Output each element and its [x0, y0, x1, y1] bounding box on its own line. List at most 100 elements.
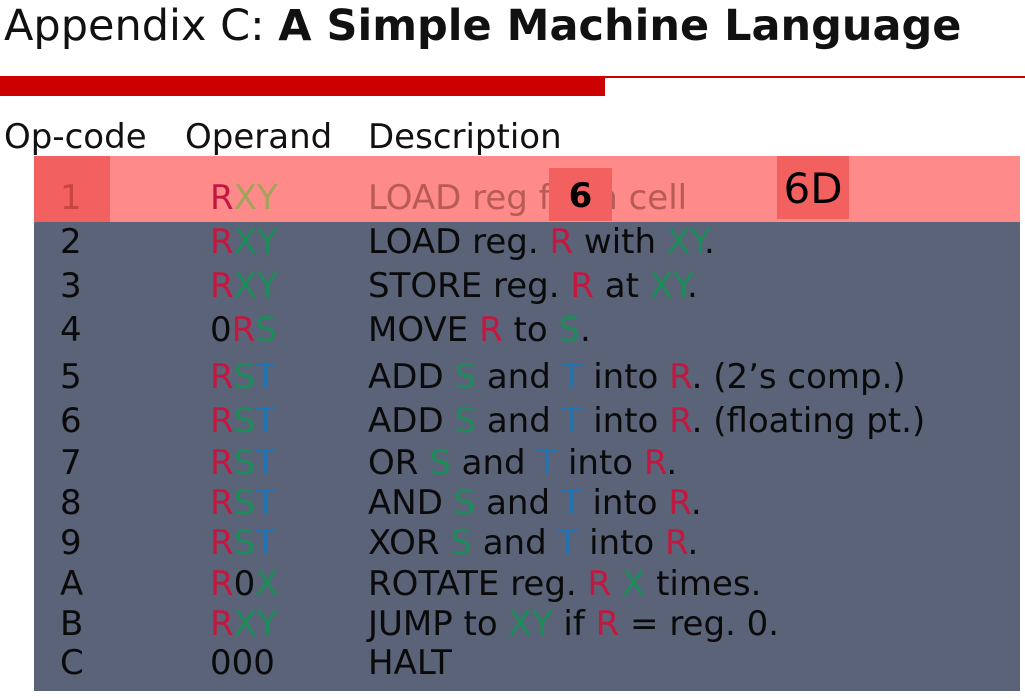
operand-t: T	[255, 523, 276, 563]
desc-symbol: XY	[666, 222, 705, 262]
desc-symbol: R	[595, 604, 620, 644]
desc-symbol: R	[669, 357, 692, 397]
row-description: LOAD reg. R with XY.	[368, 222, 715, 262]
desc-text: into	[557, 443, 644, 483]
cell-value-box: 6D	[777, 156, 849, 219]
row-description: LOAD reg from cell	[368, 178, 688, 218]
operand-x: X	[233, 222, 257, 262]
row-operand: RXY	[210, 604, 278, 644]
desc-text: and	[476, 401, 562, 441]
row-opcode: 5	[60, 357, 82, 397]
row-operand: 0RS	[210, 310, 277, 350]
row-operand: RST	[210, 483, 276, 523]
operand-x: X	[233, 266, 257, 306]
table-row: 8 RST AND S and T into R.	[34, 483, 1020, 523]
desc-text: ADD	[368, 401, 455, 441]
operand-literal: 0	[253, 643, 275, 683]
row-description: STORE reg. R at XY.	[368, 266, 698, 306]
page-title: Appendix C: A Simple Machine Language	[4, 0, 961, 52]
row-description: AND S and T into R.	[368, 483, 702, 523]
row-description: ADD S and T into R. (2’s comp.)	[368, 357, 906, 397]
row-description: ADD S and T into R. (floating pt.)	[368, 401, 925, 441]
operand-s: S	[255, 310, 277, 350]
desc-text: STORE reg.	[368, 266, 571, 306]
row-operand: R0X	[210, 564, 279, 604]
row-operand: RST	[210, 523, 276, 563]
desc-text: if	[552, 604, 596, 644]
desc-text: .	[666, 443, 678, 483]
operand-s: S	[233, 357, 256, 397]
operand-r: R	[210, 443, 234, 483]
title-accent-bar	[0, 78, 605, 96]
desc-text: at	[594, 266, 650, 306]
instruction-table	[34, 156, 1020, 691]
desc-text: .	[580, 310, 591, 350]
row-description: MOVE R to S.	[368, 310, 591, 350]
operand-literal: 0	[233, 564, 256, 604]
desc-symbol: R	[643, 443, 667, 483]
desc-text: into	[582, 357, 670, 397]
row-operand: RST	[210, 443, 276, 483]
desc-text: times.	[645, 564, 762, 604]
desc-symbol: S	[450, 523, 472, 563]
desc-symbol: XY	[508, 604, 553, 644]
row-opcode: 9	[60, 523, 82, 563]
operand-y: Y	[256, 604, 278, 644]
desc-text: ROTATE reg.	[368, 564, 588, 604]
row-opcode: 3	[60, 266, 82, 306]
desc-symbol: R	[479, 310, 503, 350]
header-description: Description	[368, 117, 562, 157]
operand-t: T	[255, 357, 276, 397]
table-row: 9 RST XOR S and T into R.	[34, 523, 1020, 563]
register-value-box: 6	[549, 168, 612, 221]
desc-text: into	[581, 483, 669, 523]
row-description: XOR S and T into R.	[368, 523, 698, 563]
row-operand: 000	[210, 643, 275, 683]
title-divider	[0, 76, 1025, 78]
operand-xy: XY	[233, 178, 278, 218]
row-description: HALT	[368, 643, 452, 683]
desc-symbol: XY	[649, 266, 687, 306]
row-operand: RXY	[210, 178, 278, 218]
header-operand: Operand	[185, 117, 333, 157]
desc-text: LOAD reg.	[368, 222, 550, 262]
row-opcode: 8	[60, 483, 82, 523]
title-main: A Simple Machine Language	[278, 1, 962, 51]
desc-text: MOVE	[368, 310, 480, 350]
desc-text: AND	[368, 483, 454, 523]
row-description: ROTATE reg. R X times.	[368, 564, 761, 604]
desc-text: . (2’s comp.)	[691, 357, 906, 397]
desc-symbol: T	[536, 443, 558, 483]
desc-symbol: R	[669, 401, 692, 441]
desc-symbol: T	[561, 357, 583, 397]
desc-text: . (floating pt.)	[691, 401, 926, 441]
desc-text	[611, 564, 622, 604]
row-opcode: 7	[60, 443, 82, 483]
operand-r: R	[210, 222, 234, 262]
desc-text: .	[687, 523, 699, 563]
desc-text: XOR	[368, 523, 451, 563]
desc-text: ADD	[368, 357, 455, 397]
operand-literal: 0	[210, 310, 232, 350]
desc-symbol: S	[454, 401, 477, 441]
desc-text: and	[450, 443, 537, 483]
title-prefix: Appendix C:	[4, 1, 279, 51]
desc-symbol: S	[558, 310, 581, 350]
desc-text: to	[502, 310, 559, 350]
operand-s: S	[233, 401, 256, 441]
operand-s: S	[233, 443, 256, 483]
operand-s: S	[233, 523, 256, 563]
operand-r: R	[210, 483, 234, 523]
desc-text: with	[573, 222, 667, 262]
desc-symbol: S	[454, 357, 477, 397]
operand-t: T	[255, 483, 276, 523]
highlighted-row	[34, 156, 1020, 222]
desc-text: and	[475, 483, 561, 523]
table-row: 1 RXY LOAD reg from cell	[34, 178, 1020, 218]
operand-x: X	[233, 604, 257, 644]
row-opcode: A	[60, 564, 84, 604]
